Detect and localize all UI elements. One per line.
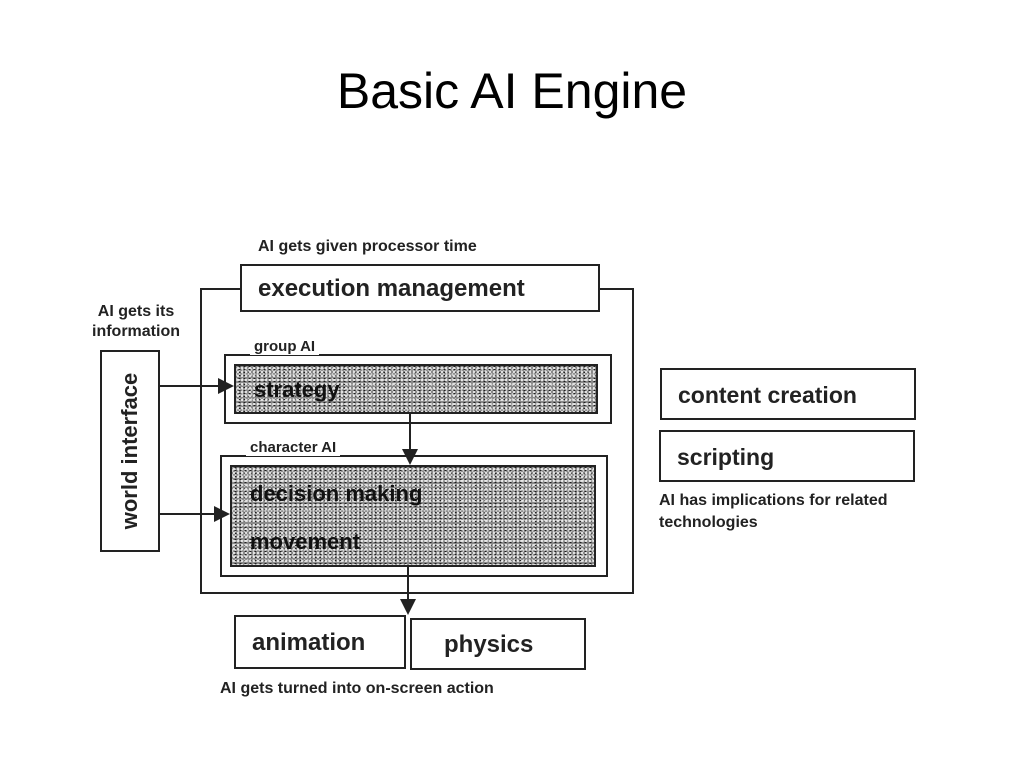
animation-label: animation (252, 629, 366, 656)
world-interface-box: world interface (100, 350, 160, 552)
info-note-text: AI gets its information (92, 303, 180, 340)
scripting-box: scripting (659, 430, 915, 482)
group-ai-label: group AI (250, 338, 320, 355)
strategy-box: strategy (234, 364, 598, 414)
animation-box: animation (234, 615, 406, 669)
scripting-label: scripting (677, 444, 775, 470)
strategy-label: strategy (254, 377, 340, 402)
content-creation-box: content creation (660, 368, 916, 420)
execution-management-label: execution management (258, 275, 525, 302)
physics-label: physics (444, 631, 534, 658)
execution-management-box: execution management (240, 264, 600, 312)
movement-label: movement (250, 529, 361, 554)
slide-title: Basic AI Engine (336, 63, 688, 119)
processor-time-note: AI gets given processor time (258, 238, 477, 255)
character-ai-inner: decision making movement (230, 465, 596, 567)
info-note: AI gets its information (78, 302, 194, 342)
physics-box: physics (410, 618, 586, 670)
content-creation-label: content creation (678, 382, 857, 408)
decision-making-label: decision making (250, 481, 423, 506)
implications-note-text: AI has implications for related technolo… (659, 492, 888, 531)
character-ai-label: character AI (246, 439, 341, 456)
action-note: AI gets turned into on-screen action (220, 680, 494, 697)
implications-note: AI has implications for related technolo… (659, 490, 899, 534)
